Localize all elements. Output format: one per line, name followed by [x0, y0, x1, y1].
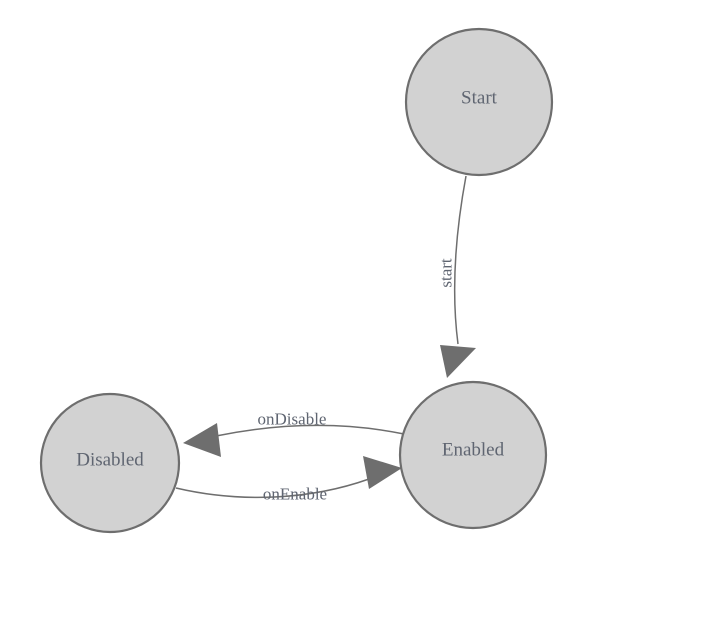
edge-disabled-to-enabled: onEnable: [175, 456, 402, 504]
node-enabled-circle[interactable]: [398, 380, 548, 530]
node-enabled[interactable]: Enabled: [398, 380, 548, 530]
edge-start-to-enabled: start: [437, 175, 476, 378]
edge-disabled-to-enabled-path: [175, 478, 370, 499]
node-disabled-label: Disabled: [76, 450, 144, 471]
edge-disabled-to-enabled-arrowhead: [363, 456, 402, 489]
node-start-circle[interactable]: [404, 27, 554, 177]
node-disabled[interactable]: Disabled: [39, 392, 181, 534]
node-disabled-circle[interactable]: [39, 392, 181, 534]
node-start-label: Start: [461, 88, 498, 109]
edge-enabled-to-disabled: onDisable: [183, 410, 405, 457]
node-enabled-label: Enabled: [442, 440, 505, 461]
edge-start-to-enabled-path: [454, 175, 467, 345]
node-start[interactable]: Start: [404, 27, 554, 177]
edge-label-ondisable: onDisable: [258, 410, 327, 429]
edge-label-onenable: onEnable: [263, 485, 327, 504]
edge-start-to-enabled-arrowhead: [440, 345, 476, 378]
edge-enabled-to-disabled-path: [215, 424, 405, 437]
edge-enabled-to-disabled-arrowhead: [183, 423, 221, 457]
edge-label-start: start: [437, 258, 456, 288]
